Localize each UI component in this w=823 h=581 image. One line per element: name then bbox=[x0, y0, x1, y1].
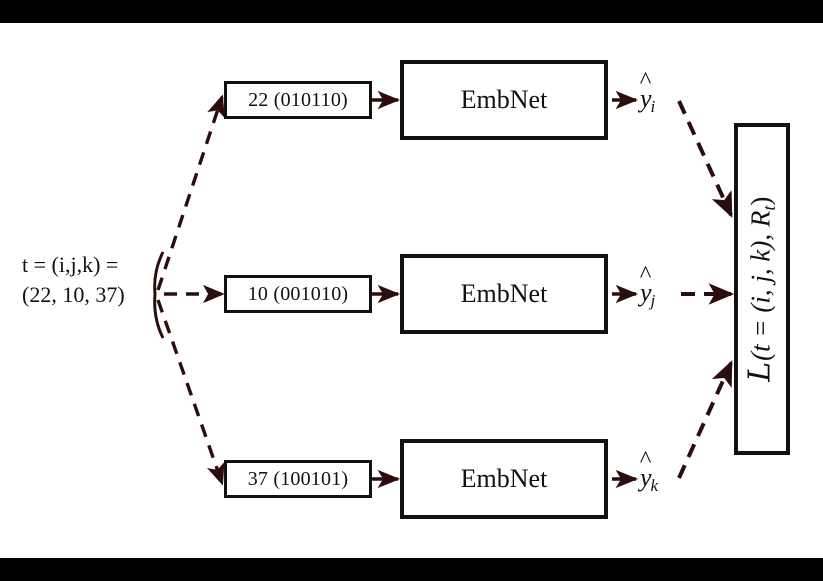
output-base-j: y bbox=[640, 278, 652, 307]
output-yhat-j: ^yj bbox=[640, 262, 656, 311]
bitbox-k[interactable]: 37 (100101) bbox=[224, 460, 372, 498]
edge-output-k-to-loss bbox=[677, 360, 733, 479]
output-base-i: y bbox=[640, 84, 652, 113]
loss-expression: L(t = (i, j, k), Rt) bbox=[742, 196, 780, 382]
embnet-k[interactable]: EmbNet bbox=[400, 439, 608, 519]
output-base-k: y bbox=[640, 463, 652, 492]
loss-expression-body: (t = (i, j, k), R bbox=[745, 210, 776, 361]
output-yhat-i: ^yi bbox=[640, 68, 656, 117]
top-black-bar bbox=[0, 0, 823, 23]
output-yhat-k: ^yk bbox=[640, 447, 659, 496]
embnet-j[interactable]: EmbNet bbox=[400, 254, 608, 334]
edge-source-to-bitbox-i bbox=[156, 94, 225, 291]
hat-accent-j: ^ bbox=[639, 260, 652, 288]
source-triple-label: t = (i,j,k) = (22, 10, 37) bbox=[22, 250, 125, 309]
hat-accent-k: ^ bbox=[639, 445, 652, 473]
bottom-black-bar bbox=[0, 558, 823, 581]
loss-box[interactable]: L(t = (i, j, k), Rt) bbox=[734, 123, 790, 455]
source-triple-line2: (22, 10, 37) bbox=[22, 281, 125, 307]
bitbox-i[interactable]: 22 (010110) bbox=[224, 81, 372, 119]
output-sub-j: j bbox=[650, 290, 656, 310]
source-triple-line1: t = (i,j,k) = bbox=[22, 252, 119, 277]
edge-output-i-to-loss bbox=[677, 100, 733, 218]
bitbox-j[interactable]: 10 (001010) bbox=[224, 275, 372, 313]
fanout-bracket bbox=[153, 251, 165, 339]
embnet-i[interactable]: EmbNet bbox=[400, 60, 608, 140]
loss-closing-paren: ) bbox=[745, 196, 776, 206]
loss-symbol: L bbox=[742, 361, 778, 382]
hat-accent-i: ^ bbox=[639, 66, 652, 94]
output-sub-i: i bbox=[650, 96, 656, 116]
edge-source-to-bitbox-k bbox=[156, 299, 225, 486]
loss-subscript: t bbox=[759, 205, 780, 211]
output-sub-k: k bbox=[650, 475, 659, 495]
